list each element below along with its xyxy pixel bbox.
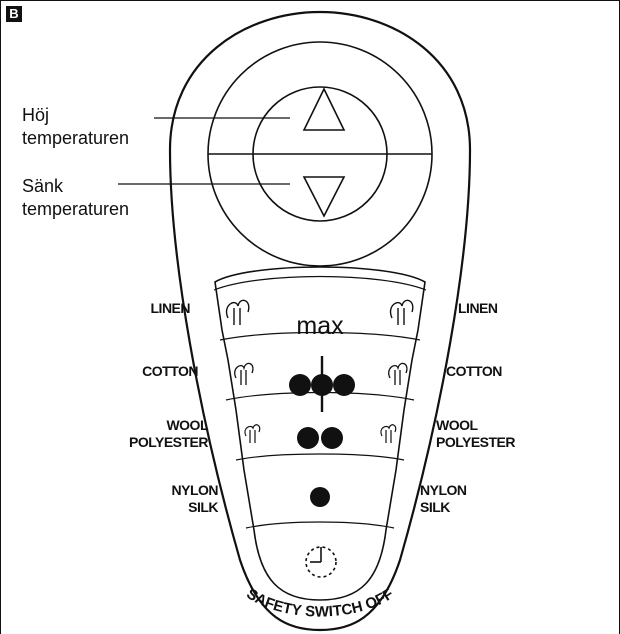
steam-icon — [234, 362, 254, 385]
steam-icon — [244, 424, 261, 443]
steam-icon — [388, 362, 408, 385]
settings-panel-outline — [214, 266, 426, 601]
settings-divider-top — [213, 275, 427, 291]
clock-icon — [305, 546, 337, 578]
safety-switch-text: SAFETY SWITCH OFF — [243, 585, 396, 620]
dot-wool-2 — [321, 427, 343, 449]
steam-icon — [225, 299, 250, 325]
figure-label-badge: B — [6, 6, 22, 22]
right-label-cotton: COTTON — [446, 363, 502, 379]
frame-border-left — [0, 0, 1, 634]
arrow-up-icon — [302, 87, 346, 131]
settings-divider-3 — [235, 453, 405, 461]
left-label-cotton: COTTON — [142, 363, 198, 379]
dot-wool-1 — [297, 427, 319, 449]
arrow-down-icon — [302, 176, 346, 218]
steam-icon — [380, 424, 397, 443]
right-label-linen: LINEN — [458, 300, 498, 316]
dot-nylon-1 — [310, 487, 330, 507]
frame-border-top — [0, 0, 620, 1]
left-label-linen: LINEN — [150, 300, 191, 316]
max-label: max — [296, 312, 344, 340]
panel-outline — [168, 10, 472, 632]
settings-divider-1 — [219, 331, 421, 341]
steam-icon — [389, 299, 414, 325]
dot-cotton-1 — [289, 374, 311, 396]
dot-cotton-3 — [333, 374, 355, 396]
settings-divider-4 — [245, 521, 395, 529]
